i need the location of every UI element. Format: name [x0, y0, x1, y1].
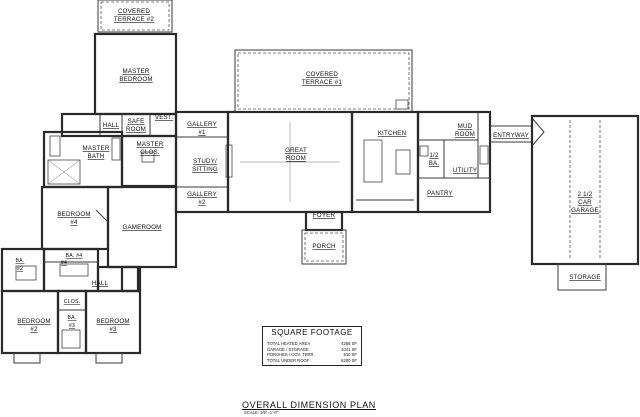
- label-gallery-1-l2: #1: [198, 129, 206, 136]
- covered-terrace-2: [97, 0, 173, 33]
- label-study-l2: SITTING: [192, 166, 218, 173]
- label-great-room-l1: GREAT: [285, 147, 307, 154]
- label-garage-l3: GARAGE: [571, 207, 599, 214]
- sqft-label: GARAGE / STORAGE: [267, 347, 309, 352]
- sqft-row-total: TOTAL UNDER ROOF 6200 SF: [267, 358, 357, 363]
- label-master-bedroom-l1: MASTER: [123, 68, 150, 75]
- label-vest: VEST.: [155, 114, 173, 121]
- label-entryway: ENTRYWAY: [493, 132, 529, 139]
- foyer-porch: [301, 210, 347, 265]
- bedroom-wing: [0, 247, 142, 364]
- label-porch: PORCH: [312, 243, 335, 250]
- label-gallery-2-l1: GALLERY: [187, 191, 217, 198]
- label-pantry: PANTRY: [427, 190, 453, 197]
- label-safe-room-l2: ROOM: [126, 126, 146, 133]
- sqft-value: 1041 SF: [341, 347, 357, 352]
- sqft-label: TOTAL HEATED AREA: [267, 341, 311, 346]
- sqft-row-garage: GARAGE / STORAGE 1041 SF: [267, 347, 357, 352]
- main-house-outline: [40, 110, 545, 269]
- label-kitchen: KITCHEN: [378, 130, 407, 137]
- label-ba-2-l2: #2: [17, 266, 23, 272]
- label-bedroom-4-l2: #4: [70, 219, 78, 226]
- label-mud-room-l1: MUD: [458, 123, 473, 130]
- label-clos: CLOS.: [64, 299, 81, 305]
- sqft-value: 6200 SF: [341, 358, 357, 363]
- label-master-clos-l2: CLOS.: [140, 149, 160, 156]
- garage: [530, 114, 640, 291]
- label-gallery-1-l1: GALLERY: [187, 121, 217, 128]
- label-gallery-2-l2: #2: [198, 199, 206, 206]
- label-ba-2-l1: BA.: [16, 258, 25, 264]
- label-covered-terrace-2-l2: TERRACE #2: [114, 16, 155, 23]
- square-footage-table: SQUARE FOOTAGE TOTAL HEATED AREA 4268 SF…: [262, 326, 362, 366]
- square-footage-title: SQUARE FOOTAGE: [271, 328, 353, 337]
- sqft-label: PORCHES / COV. TERR.: [267, 352, 315, 357]
- label-storage: STORAGE: [569, 274, 601, 281]
- label-safe-room-l1: SAFE: [128, 118, 145, 125]
- sqft-value: 910 SF: [343, 352, 357, 357]
- label-great-room-l2: ROOM: [286, 155, 306, 162]
- label-half-ba-l2: BA.: [429, 160, 440, 167]
- label-garage-l1: 2 1/2: [578, 191, 593, 198]
- label-bedroom-2-l2: #2: [30, 326, 38, 333]
- label-utility: UTILITY: [453, 167, 477, 174]
- label-master-clos-l1: MASTER: [137, 141, 164, 148]
- label-bedroom-3-l2: #3: [109, 326, 117, 333]
- label-study-l1: STUDY/: [193, 158, 217, 165]
- label-bedroom-4-l1: BEDROOM: [57, 211, 90, 218]
- label-hall-lower: HALL: [92, 280, 109, 287]
- label-foyer: FOYER: [313, 212, 336, 219]
- label-covered-terrace-1-l2: TERRACE #1: [302, 79, 343, 86]
- label-garage-l2: CAR: [578, 199, 592, 206]
- sqft-row-porches: PORCHES / COV. TERR. 910 SF: [267, 352, 357, 357]
- label-master-bath-l1: MASTER: [83, 145, 110, 152]
- label-gameroom: GAMEROOM: [122, 224, 161, 231]
- label-covered-terrace-2-l1: COVERED: [118, 8, 150, 15]
- label-ba-3-l1: BA.: [68, 315, 77, 321]
- sqft-value: 4268 SF: [341, 341, 357, 346]
- label-half-ba-l1: 1/2: [429, 152, 439, 159]
- room-labels: COVERED TERRACE #2 MASTER BEDROOM COVERE…: [16, 8, 601, 333]
- label-ba-4-l1: BA. #4: [66, 253, 83, 259]
- label-master-bedroom-l2: BEDROOM: [119, 76, 152, 83]
- sqft-label: TOTAL UNDER ROOF: [267, 358, 310, 363]
- label-ba-3-l2: #3: [69, 323, 75, 329]
- label-covered-terrace-1-l1: COVERED: [306, 71, 338, 78]
- plan-scale: SCALE: 1/8"=1'-0": [244, 410, 279, 415]
- label-bedroom-3-l1: BEDROOM: [96, 318, 129, 325]
- label-master-bath-l2: BATH: [88, 153, 105, 160]
- label-ba-4-l2: #4: [61, 260, 67, 266]
- sqft-row-heated: TOTAL HEATED AREA 4268 SF: [267, 341, 357, 346]
- plan-title: OVERALL DIMENSION PLAN: [242, 400, 376, 410]
- label-hall-top: HALL: [103, 122, 120, 129]
- label-mud-room-l2: ROOM: [455, 131, 475, 138]
- label-bedroom-2-l1: BEDROOM: [17, 318, 50, 325]
